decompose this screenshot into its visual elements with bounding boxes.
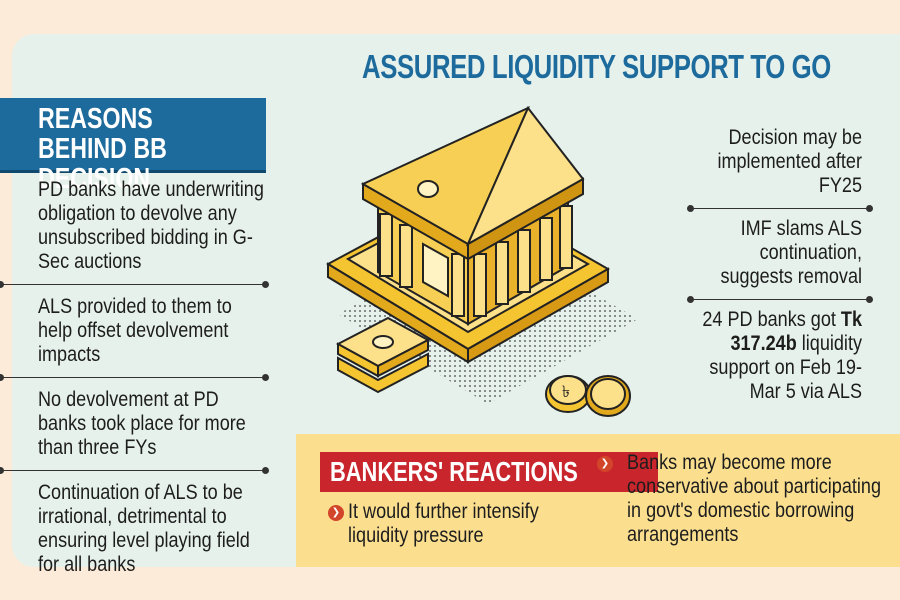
bank-building-illustration: ৳: [325, 105, 638, 417]
coin-icon: ৳: [545, 375, 631, 417]
bullet-arrow-icon: ❯: [328, 505, 344, 521]
reason-item: Continuation of ALS to be irrational, de…: [38, 481, 250, 576]
note-amount: Tk 317.24b: [730, 308, 862, 355]
notes-column: Decision may be implemented after FY25 I…: [687, 126, 873, 414]
reasons-heading-tab: [0, 98, 266, 173]
reasons-heading: REASONS BEHIND BB DECISION: [38, 103, 167, 195]
divider: [687, 205, 873, 212]
reasons-list: PD banks have underwriting obligation to…: [0, 176, 272, 587]
note-prefix: 24 PD banks got: [702, 308, 836, 331]
divider: [0, 374, 269, 381]
divider: [0, 281, 269, 288]
note-item: IMF slams ALS continuation, suggests rem…: [720, 217, 862, 288]
reason-item: PD banks have underwriting obligation to…: [38, 178, 264, 273]
door-icon: [422, 242, 449, 298]
note-item-liquidity: 24 PD banks got Tk 317.24b liquidity sup…: [690, 308, 862, 414]
bullet-arrow-icon: ❯: [597, 456, 613, 472]
cash-stack-icon: [335, 316, 431, 394]
reason-item: ALS provided to them to help offset devo…: [38, 295, 232, 366]
reaction-item: Banks may become more conservative about…: [627, 451, 881, 546]
svg-text:৳: ৳: [562, 382, 570, 401]
divider: [687, 296, 873, 303]
reaction-item: It would further intensify liquidity pre…: [348, 500, 539, 547]
reason-item: No devolvement at PD banks took place fo…: [38, 388, 246, 459]
note-item: Decision may be implemented after FY25: [717, 126, 862, 197]
note-suffix: liquidity support on Feb 19-Mar 5 via AL…: [709, 332, 862, 403]
divider: [0, 467, 269, 474]
page-title: ASSURED LIQUIDITY SUPPORT TO GO: [362, 48, 831, 85]
columns: [379, 205, 573, 317]
